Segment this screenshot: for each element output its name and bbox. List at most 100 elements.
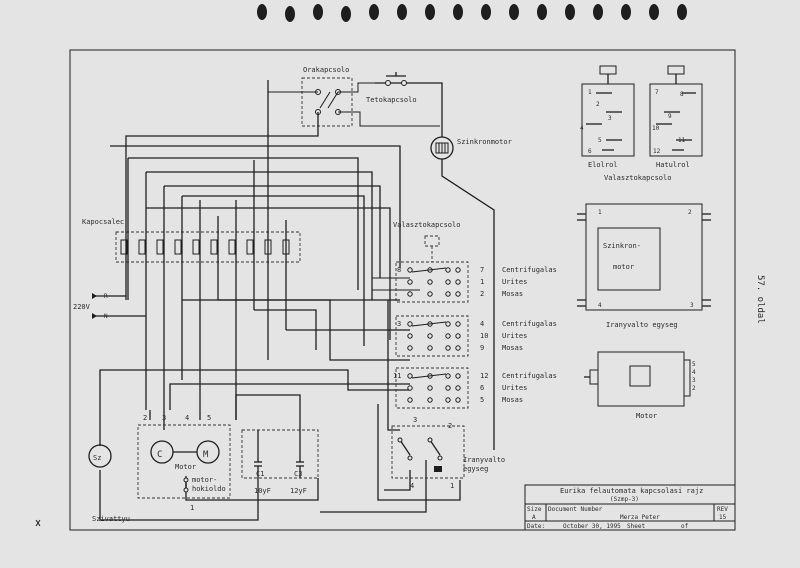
detail-pin: 3: [690, 302, 694, 309]
selector-right-number: 9: [480, 344, 484, 352]
terminal-block: [115, 231, 301, 263]
sheet-label: Sheet: [627, 523, 645, 530]
motor-detail-pin: 3: [692, 377, 696, 384]
selector-right-number: 12: [480, 372, 488, 380]
detail-inner-label: Szinkron-: [603, 242, 641, 250]
sync-motor-label: Szinkronmotor: [457, 138, 512, 146]
selector-contact: [407, 385, 461, 391]
motor-terminal: 4: [185, 414, 189, 422]
terminal-cell: [156, 239, 164, 255]
title-subtitle: (Szmp-3): [610, 496, 639, 503]
selector-program-name: Centrifugalas: [502, 320, 557, 328]
back-pin: 8: [680, 91, 684, 98]
selector-program-name: Urites: [502, 384, 527, 392]
front-pin: 5: [598, 137, 602, 144]
detail-pin: 4: [598, 302, 602, 309]
direction-pin: 2: [448, 422, 452, 430]
motor-detail-caption: Motor: [636, 412, 657, 420]
motor-detail: [584, 351, 691, 407]
back-pin: 7: [655, 89, 659, 96]
direction-unit-label: Iranyvalto: [463, 456, 505, 464]
front-pin: 1: [588, 89, 592, 96]
drawing-border: [69, 49, 736, 531]
detail-pin: 2: [688, 209, 692, 216]
pump-symbol: Sz: [93, 454, 101, 462]
pump: Sz: [88, 444, 112, 468]
wiring: [99, 80, 495, 521]
lid-switch-label: Tetokapcsolo: [366, 96, 417, 104]
selector-contact: [407, 291, 461, 297]
motor-detail-pin: 2: [692, 385, 696, 392]
detail-pin: 1: [598, 209, 602, 216]
motor-protector-label: hokioldo: [192, 485, 226, 493]
date-label: Date:: [527, 523, 545, 530]
pen-mark: [35, 519, 41, 527]
direction-unit-detail: [577, 203, 711, 311]
terminal-cell: [228, 239, 236, 255]
cap1-label: C1: [256, 470, 264, 478]
selector-contact: [407, 267, 461, 273]
selector-right-number: 2: [480, 290, 484, 298]
title-text: Eurika felautomata kapcsolasi rajz: [560, 487, 703, 495]
selector-left-number: 3: [397, 320, 401, 328]
selector-back-view: [649, 65, 703, 157]
motor-protector-label: motor-: [192, 476, 217, 484]
selector-switch-label: Valasztokapcsolo: [393, 221, 460, 229]
back-view-label: Hatulrol: [656, 161, 690, 169]
back-pin: 11: [678, 137, 686, 144]
motor-protector-pin: 1: [190, 504, 194, 512]
front-pin: 3: [608, 115, 612, 122]
selector-right-number: 1: [480, 278, 484, 286]
direction-pin: 4: [410, 482, 414, 490]
selector-switch: [395, 235, 469, 409]
selector-right-number: 4: [480, 320, 484, 328]
terminal-cell: [192, 239, 200, 255]
front-pin: 6: [588, 148, 592, 155]
selector-contact: [407, 279, 461, 285]
direction-pin: 1: [450, 482, 454, 490]
lid-switch: [375, 72, 420, 86]
selector-contact: [407, 321, 461, 327]
selector-front-view: [581, 65, 635, 157]
neutral-label: N: [104, 313, 108, 320]
motor-terminal: 2: [143, 414, 147, 422]
terminal-cell: [120, 239, 128, 255]
front-view-label: Elolrol: [588, 161, 618, 169]
cap2-label: C3: [294, 470, 302, 478]
motor: C M: [137, 424, 231, 499]
selector-program-name: Mosas: [502, 290, 523, 298]
direction-unit: [391, 425, 465, 479]
back-pin: 10: [652, 125, 660, 132]
direction-detail-caption: Iranyvalto egyseg: [606, 321, 678, 329]
motor-detail-pin: 4: [692, 369, 696, 376]
timer-switch: [301, 77, 353, 127]
selector-program-name: Centrifugalas: [502, 372, 557, 380]
rev-label: REV: [717, 506, 728, 513]
front-pin: 4: [580, 125, 584, 132]
sheet-value: of: [681, 523, 689, 530]
cap2-value: 12yF: [290, 487, 307, 495]
page-number: 57. oldal: [755, 275, 765, 324]
motor-terminal: 3: [162, 414, 166, 422]
motor-detail-pin: 5: [692, 361, 696, 368]
cap1-value: 10yF: [254, 487, 271, 495]
motor-label: Motor: [175, 463, 196, 471]
svg-text:C: C: [157, 450, 162, 460]
selector-left-number: 11: [393, 372, 401, 380]
selector-right-number: 6: [480, 384, 484, 392]
direction-unit-label: egyseg: [463, 465, 488, 473]
back-pin: 12: [653, 148, 661, 155]
selector-left-number: 8: [397, 266, 401, 274]
selector-program-name: Mosas: [502, 344, 523, 352]
selector-program-name: Centrifugalas: [502, 266, 557, 274]
selector-right-number: 5: [480, 396, 484, 404]
selector-program-name: Mosas: [502, 396, 523, 404]
size-label: Size: [527, 506, 542, 513]
mains-voltage-label: 220V: [73, 303, 91, 311]
direction-pin: 3: [413, 416, 417, 424]
back-pin: 9: [668, 113, 672, 120]
selector-program-name: Urites: [502, 332, 527, 340]
doc-value: Merza Peter: [620, 514, 660, 521]
